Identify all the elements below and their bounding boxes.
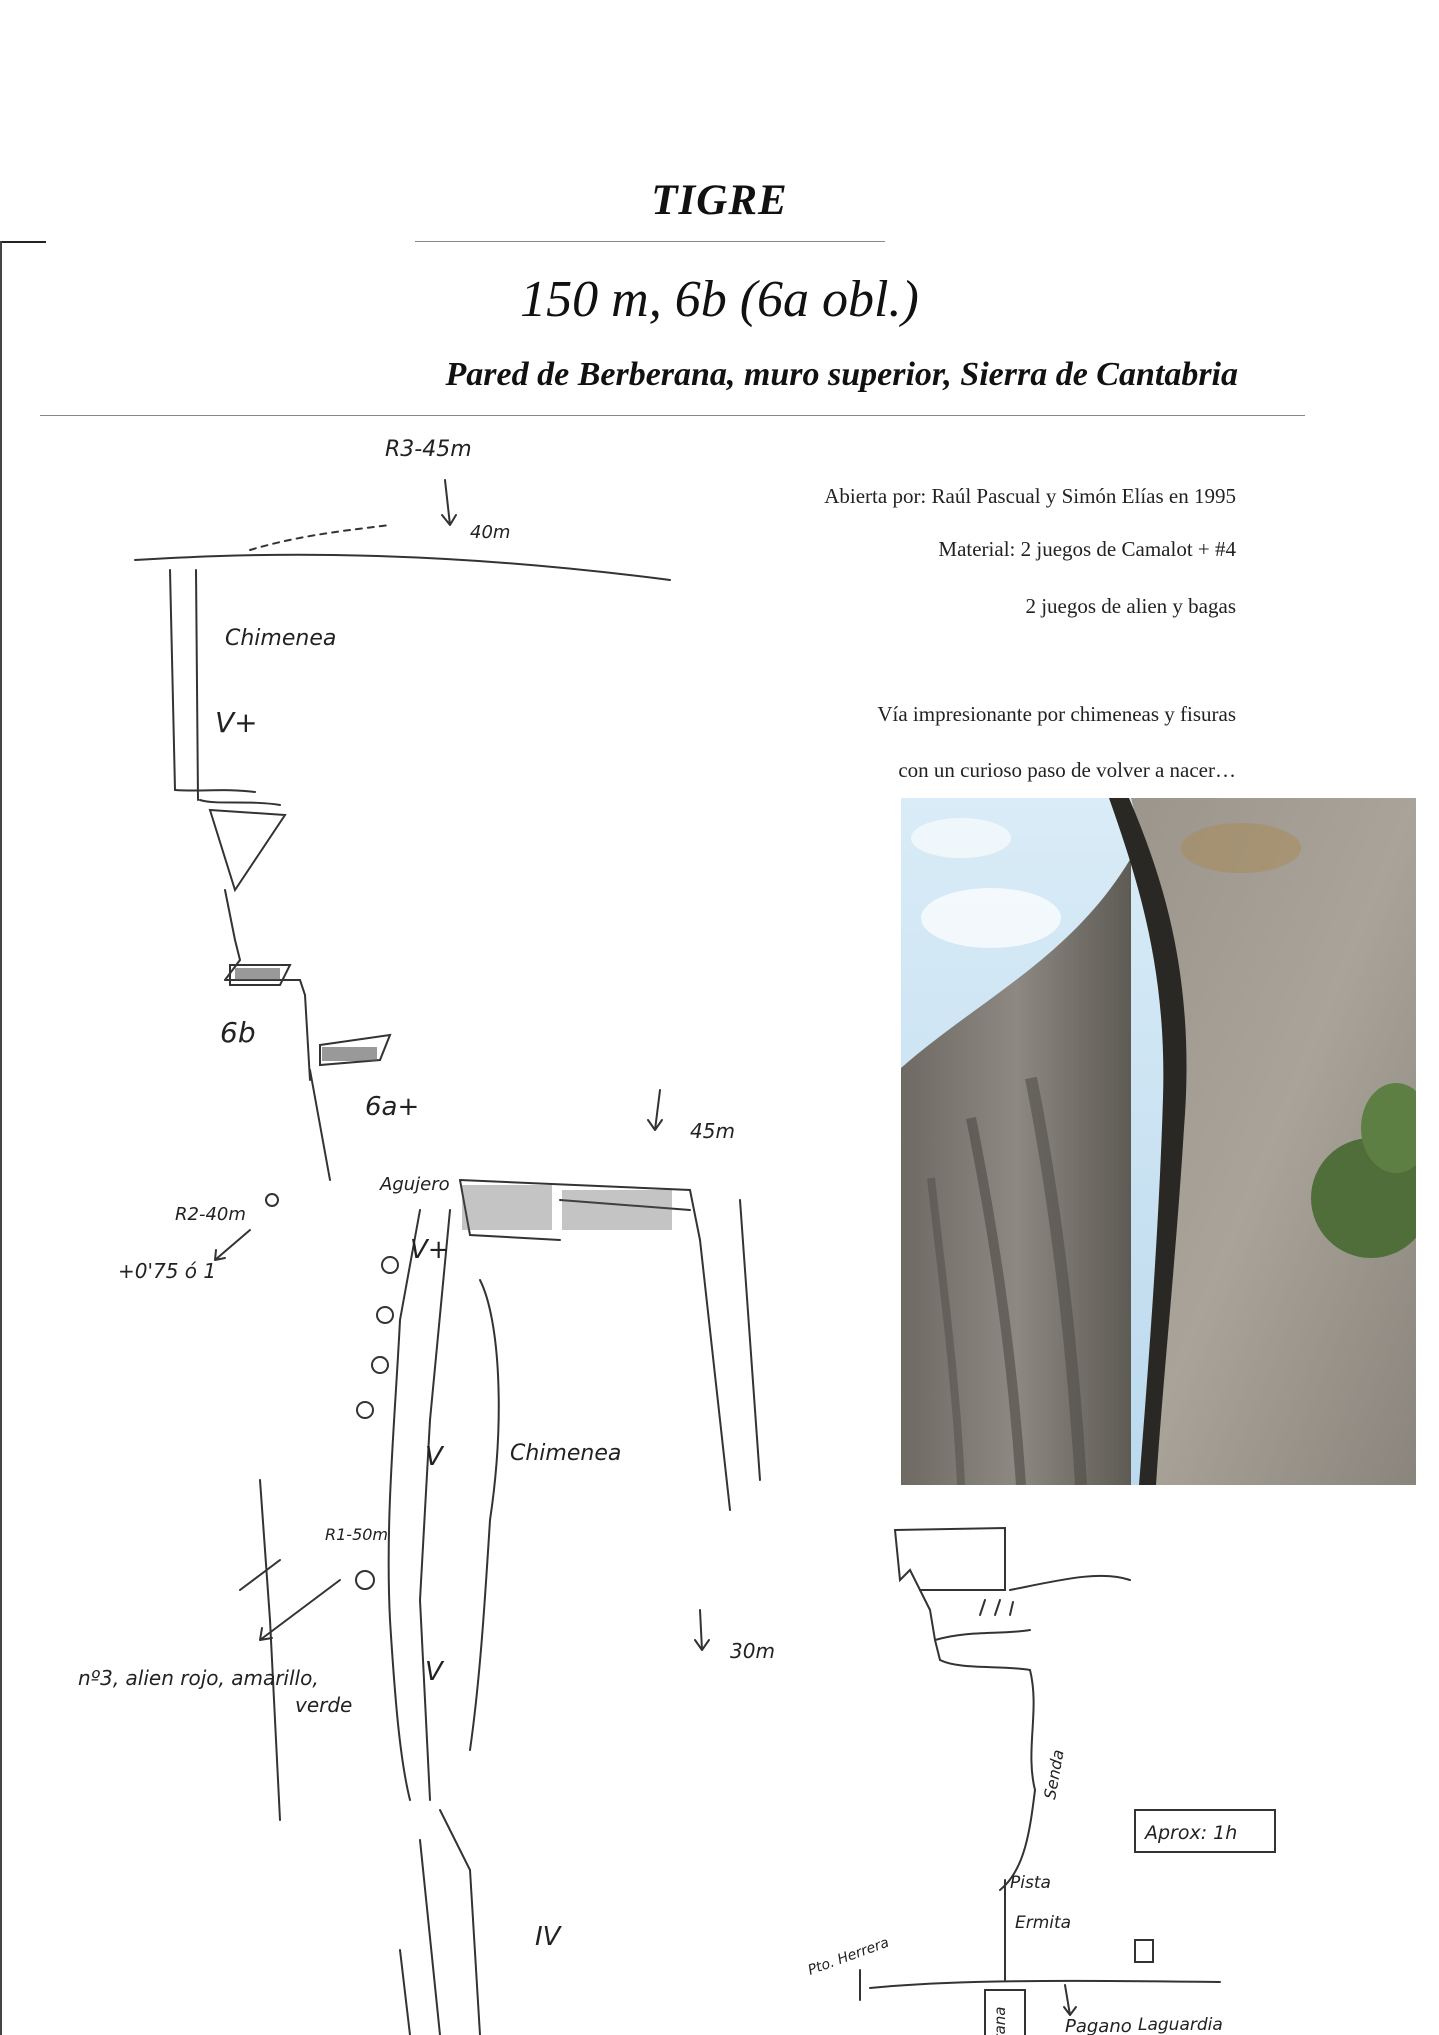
topo-label-r2: R2-40m (175, 1204, 246, 1225)
topo-label-chimenea-mid: Chimenea (510, 1441, 621, 1466)
topo-label-cam-colors-1: nº3, alien rojo, amarillo, (78, 1666, 319, 1690)
map-label-pto-herrera: Pto. Herrera (806, 1935, 891, 1979)
map-label-aprox: Aprox: 1h (1143, 1822, 1237, 1844)
map-label-laguardia: Laguardia (1138, 2015, 1223, 2035)
topo-label-v-plus-top: V+ (215, 706, 258, 739)
topo-label-chimenea-top: Chimenea (225, 626, 336, 651)
topo-label-rap-45: 45m (690, 1119, 735, 1143)
route-grade: 150 m, 6b (6a obl.) (520, 271, 919, 328)
topo-label-v-mid: V (425, 1442, 445, 1472)
map-label-pista: Pista (1010, 1873, 1051, 1893)
route-topo-sketch: R3-45m 40m Chimenea V+ 6b 6a+ 45m Agujer… (78, 437, 775, 2035)
info-material-1: Material: 2 juegos de Camalot + #4 (938, 537, 1236, 561)
approach-map-sketch: Aprox: 1h Senda Pista Ermita Pto. Herrer… (806, 1526, 1276, 2035)
topo-label-v-low: V (425, 1657, 445, 1687)
topo-label-rap-40: 40m (470, 522, 510, 543)
map-label-pagano: Pagano (1065, 2016, 1132, 2035)
topo-label-rap-30: 30m (730, 1639, 775, 1663)
topo-label-cam-note: +0'75 ó 1 (118, 1259, 216, 1283)
topo-label-cam-colors-2: verde (295, 1693, 352, 1717)
info-material-2: 2 juegos de alien y bagas (1025, 594, 1236, 618)
topo-label-6b: 6b (220, 1016, 256, 1049)
title-divider (415, 241, 885, 242)
map-label-senda: Senda (1040, 1748, 1067, 1801)
header-divider (40, 415, 1305, 416)
info-description-1: Vía impresionante por chimeneas y fisura… (877, 702, 1236, 726)
topo-label-agujero: Agujero (379, 1174, 450, 1195)
topo-label-v-plus-mid: V+ (410, 1235, 450, 1265)
left-edge-line (0, 241, 2, 2035)
topo-label-r1: R1-50m (325, 1525, 388, 1544)
info-description-2: con un curioso paso de volver a nacer… (898, 758, 1236, 782)
left-edge-mark (0, 241, 46, 243)
map-label-ermita: Ermita (1015, 1913, 1071, 1933)
info-opened-by: Abierta por: Raúl Pascual y Simón Elías … (824, 484, 1236, 508)
topo-label-iv: IV (535, 1922, 563, 1952)
rock-face-photo (901, 798, 1416, 1485)
topo-label-6a-plus: 6a+ (365, 1092, 419, 1122)
route-location: Pared de Berberana, muro superior, Sierr… (445, 356, 1238, 393)
topo-label-r3: R3-45m (385, 437, 472, 462)
map-label-berberana: Berberana (991, 2007, 1009, 2035)
page-title: TIGRE (651, 177, 788, 224)
